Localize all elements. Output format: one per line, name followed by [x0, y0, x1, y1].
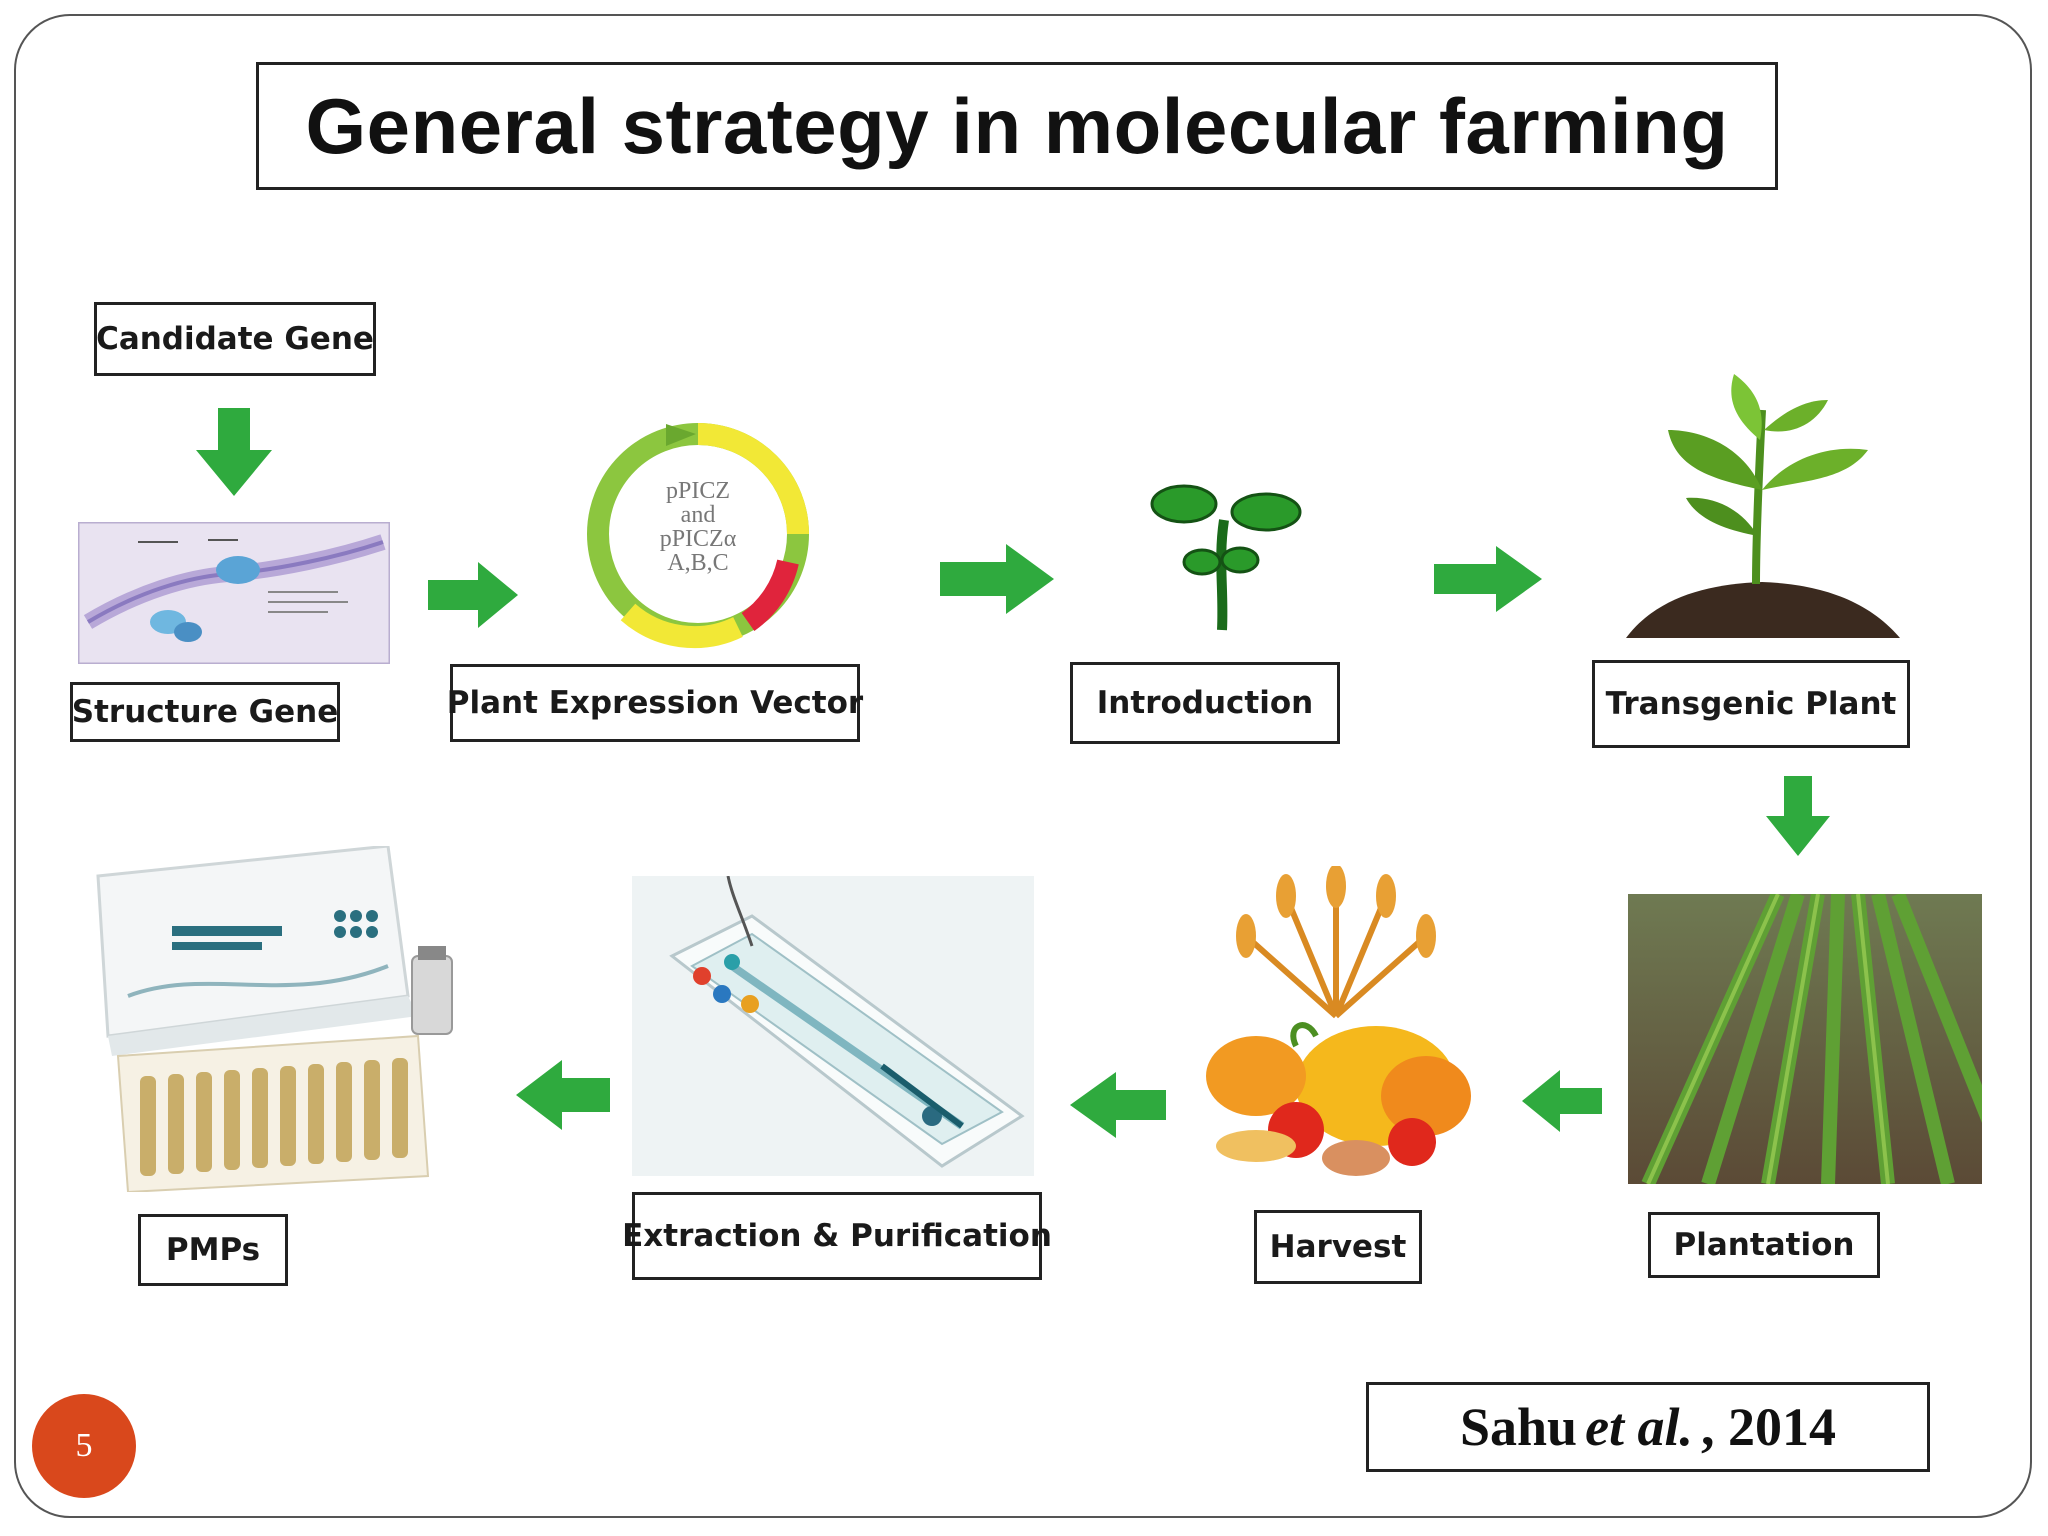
microfluidic-chip-image [632, 876, 1034, 1176]
slide-number: 5 [75, 1427, 93, 1464]
crop-field-image [1628, 894, 1982, 1184]
label-structure-gene-text: Structure Gene [71, 694, 339, 730]
green-arrow-icon [1070, 1072, 1166, 1143]
slide-number-badge: 5 [32, 1394, 136, 1498]
label-transgenic-plant-text: Transgenic Plant [1605, 686, 1897, 722]
slide-frame [14, 14, 2032, 1518]
label-introduction-text: Introduction [1096, 685, 1314, 721]
label-plantation-text: Plantation [1673, 1227, 1855, 1263]
citation-author: Sahu [1459, 1397, 1578, 1457]
plasmid-text-3: pPICZα [660, 526, 737, 552]
label-introduction: Introduction [1070, 662, 1340, 744]
label-transgenic-plant: Transgenic Plant [1592, 660, 1910, 748]
label-extraction-purification-text: Extraction & Purification [622, 1218, 1052, 1254]
seedling-icon [1146, 470, 1306, 640]
label-plantation: Plantation [1648, 1212, 1880, 1278]
citation-box: Sahu et al. , 2014 [1366, 1382, 1930, 1472]
green-arrow-icon [1434, 546, 1544, 617]
label-extraction-purification: Extraction & Purification [622, 1192, 1052, 1280]
green-arrow-icon [194, 408, 274, 503]
label-pmps-text: PMPs [165, 1232, 261, 1268]
harvest-basket-image [1186, 866, 1506, 1186]
label-structure-gene: Structure Gene [70, 682, 340, 742]
plasmid-text-1: pPICZ [666, 478, 730, 504]
label-harvest: Harvest [1254, 1210, 1422, 1284]
green-arrow-icon [516, 1060, 610, 1135]
label-plant-expression-vector-text: Plant Expression Vector [446, 685, 864, 721]
slide-title-box: General strategy in molecular farming [256, 62, 1778, 190]
plasmid-text-2: and [681, 502, 716, 528]
label-plant-expression-vector: Plant Expression Vector [446, 664, 864, 742]
plasmid-text-4: A,B,C [667, 550, 728, 576]
plasmid-diagram: pPICZ and pPICZα A,B,C [548, 412, 868, 652]
green-arrow-icon [940, 544, 1056, 619]
green-arrow-icon [428, 562, 520, 633]
structure-gene-diagram [78, 522, 390, 664]
label-candidate-gene-text: Candidate Gene [96, 321, 374, 357]
citation-etal: et al. [1585, 1397, 1694, 1457]
label-pmps: PMPs [138, 1214, 288, 1286]
label-candidate-gene: Candidate Gene [94, 302, 376, 376]
slide-title: General strategy in molecular farming [305, 81, 1729, 170]
medicine-box-image [88, 846, 468, 1192]
green-arrow-icon [1764, 776, 1832, 863]
green-arrow-icon [1522, 1070, 1602, 1137]
citation-year: , 2014 [1701, 1397, 1837, 1457]
label-harvest-text: Harvest [1269, 1229, 1407, 1265]
sprout-in-soil-image [1616, 370, 1906, 646]
